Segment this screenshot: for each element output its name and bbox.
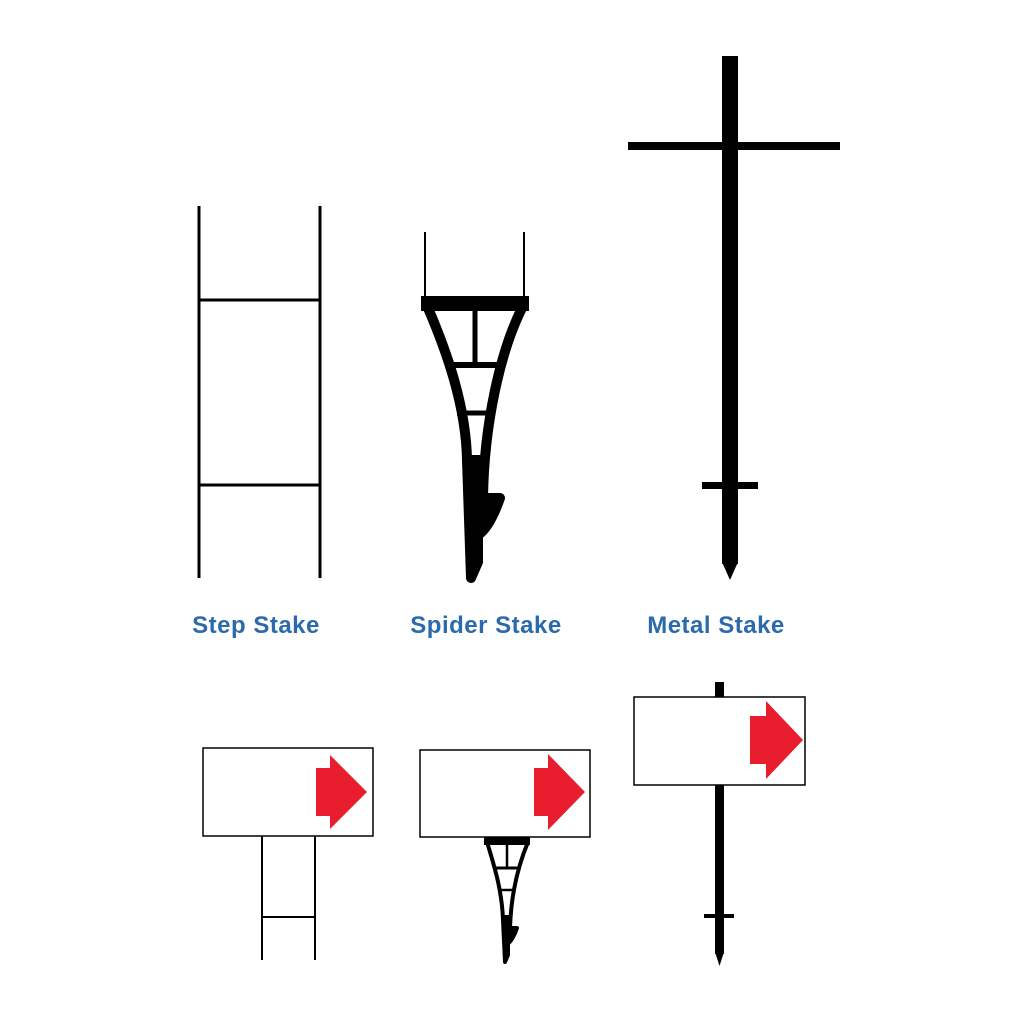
step-stake-illustration xyxy=(197,206,322,578)
spider-stake-label: Spider Stake xyxy=(410,612,562,639)
spider-stake-illustration xyxy=(421,232,529,583)
metal-stake-label: Metal Stake xyxy=(647,612,785,639)
metal-stake-sign-illustration xyxy=(633,682,806,966)
step-stake-label: Step Stake xyxy=(192,612,320,639)
step-stake-sign-illustration xyxy=(202,747,374,960)
right-arrow-icon xyxy=(316,755,367,829)
right-arrow-icon xyxy=(750,701,803,779)
metal-stake-illustration xyxy=(628,56,840,580)
right-arrow-icon xyxy=(534,754,585,830)
spider-stake-sign-illustration xyxy=(419,749,591,964)
